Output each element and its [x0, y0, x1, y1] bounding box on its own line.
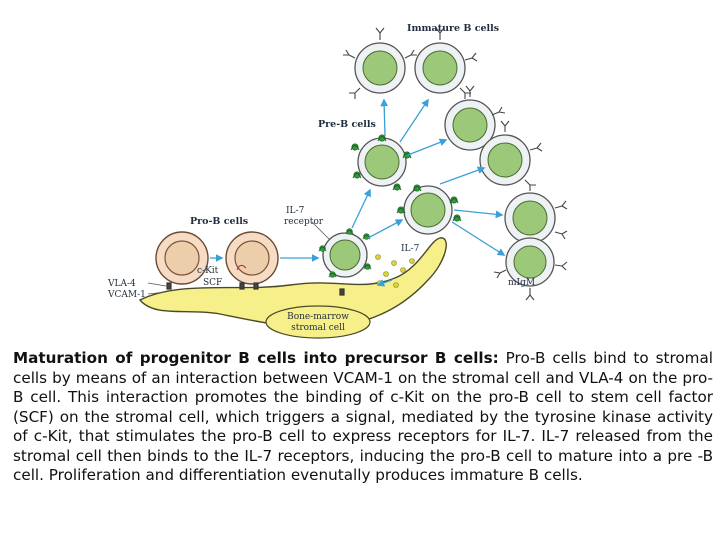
stromal-label-2: stromal cell	[291, 323, 345, 333]
caption-body: Pro-B cells bind to stromal cells by mea…	[13, 349, 713, 484]
immature-b-cell-5	[505, 193, 555, 243]
il7-receptor-cell	[319, 229, 371, 278]
vcam1-label: VCAM-1	[107, 290, 146, 300]
pro-b-cell-2	[226, 232, 278, 284]
scf-label: SCF	[203, 278, 222, 288]
il7-label: IL-7	[401, 244, 420, 254]
pro-b-cell-1	[156, 232, 208, 284]
il7-receptor-label-2: receptor	[284, 217, 324, 227]
stromal-label-1: Bone-marrow	[287, 312, 349, 322]
figure-caption: Maturation of progenitor B cells into pr…	[13, 349, 713, 486]
migm-label: mIgM	[508, 278, 535, 288]
caption-title: Maturation of progenitor B cells into pr…	[13, 349, 499, 367]
immature-b-cells-label: Immature B cells	[407, 23, 499, 34]
il7-receptor-label-1: IL-7	[286, 206, 305, 216]
pro-b-cells-label: Pro-B cells	[190, 216, 248, 227]
vla4-label: VLA-4	[107, 279, 136, 289]
immature-b-cell-4	[480, 135, 530, 185]
pre-b-cell-2	[397, 185, 461, 234]
immature-b-cell-2	[415, 43, 465, 93]
c-kit-label: c-Kit	[197, 266, 219, 276]
b-cell-maturation-diagram: Bone-marrow stromal cell VLA-4 VCAM-1 c-…	[0, 0, 720, 345]
pre-b-cell-1	[351, 135, 411, 190]
pre-b-cells-label: Pre-B cells	[318, 119, 376, 130]
immature-b-cell-1	[355, 43, 405, 93]
